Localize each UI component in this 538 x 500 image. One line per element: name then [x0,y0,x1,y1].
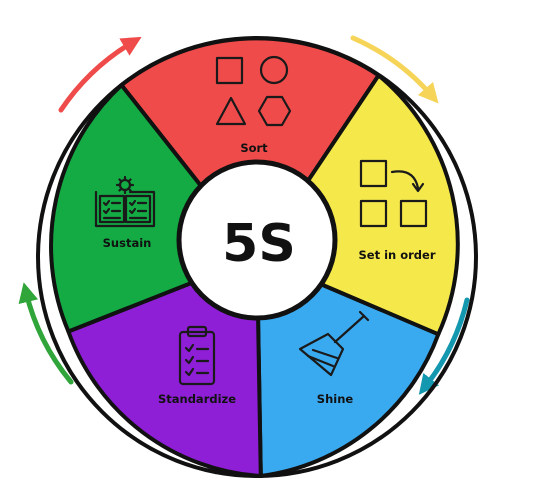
center-label: 5S [222,214,296,274]
cycle-arrow-set-to-shine [350,35,439,104]
shapes-icon [215,55,292,127]
segment-standardize-label: Standardize [158,392,236,406]
broom-icon [298,310,370,377]
segment-set-in-order-label: Set in order [359,248,436,262]
cycle-arrow-shine-to-standardize [418,297,470,395]
center-circle [176,159,338,321]
segment-standardize [66,255,263,478]
arrange-squares-icon [359,159,428,228]
segment-shine-wedge [255,255,441,478]
cycle-arrow-sustain-to-sort [18,282,74,385]
clipboard-checklist-icon [178,325,216,386]
cycle-arrow-sort-to-set [58,36,142,113]
outer-ring [36,36,478,478]
segment-sort-label: Sort [240,141,268,155]
segment-shine [255,255,441,478]
book-gear-icon [94,175,156,228]
segment-standardize-wedge [66,255,263,478]
segment-sustain-label: Sustain [103,236,152,250]
segment-shine-label: Shine [317,392,354,406]
